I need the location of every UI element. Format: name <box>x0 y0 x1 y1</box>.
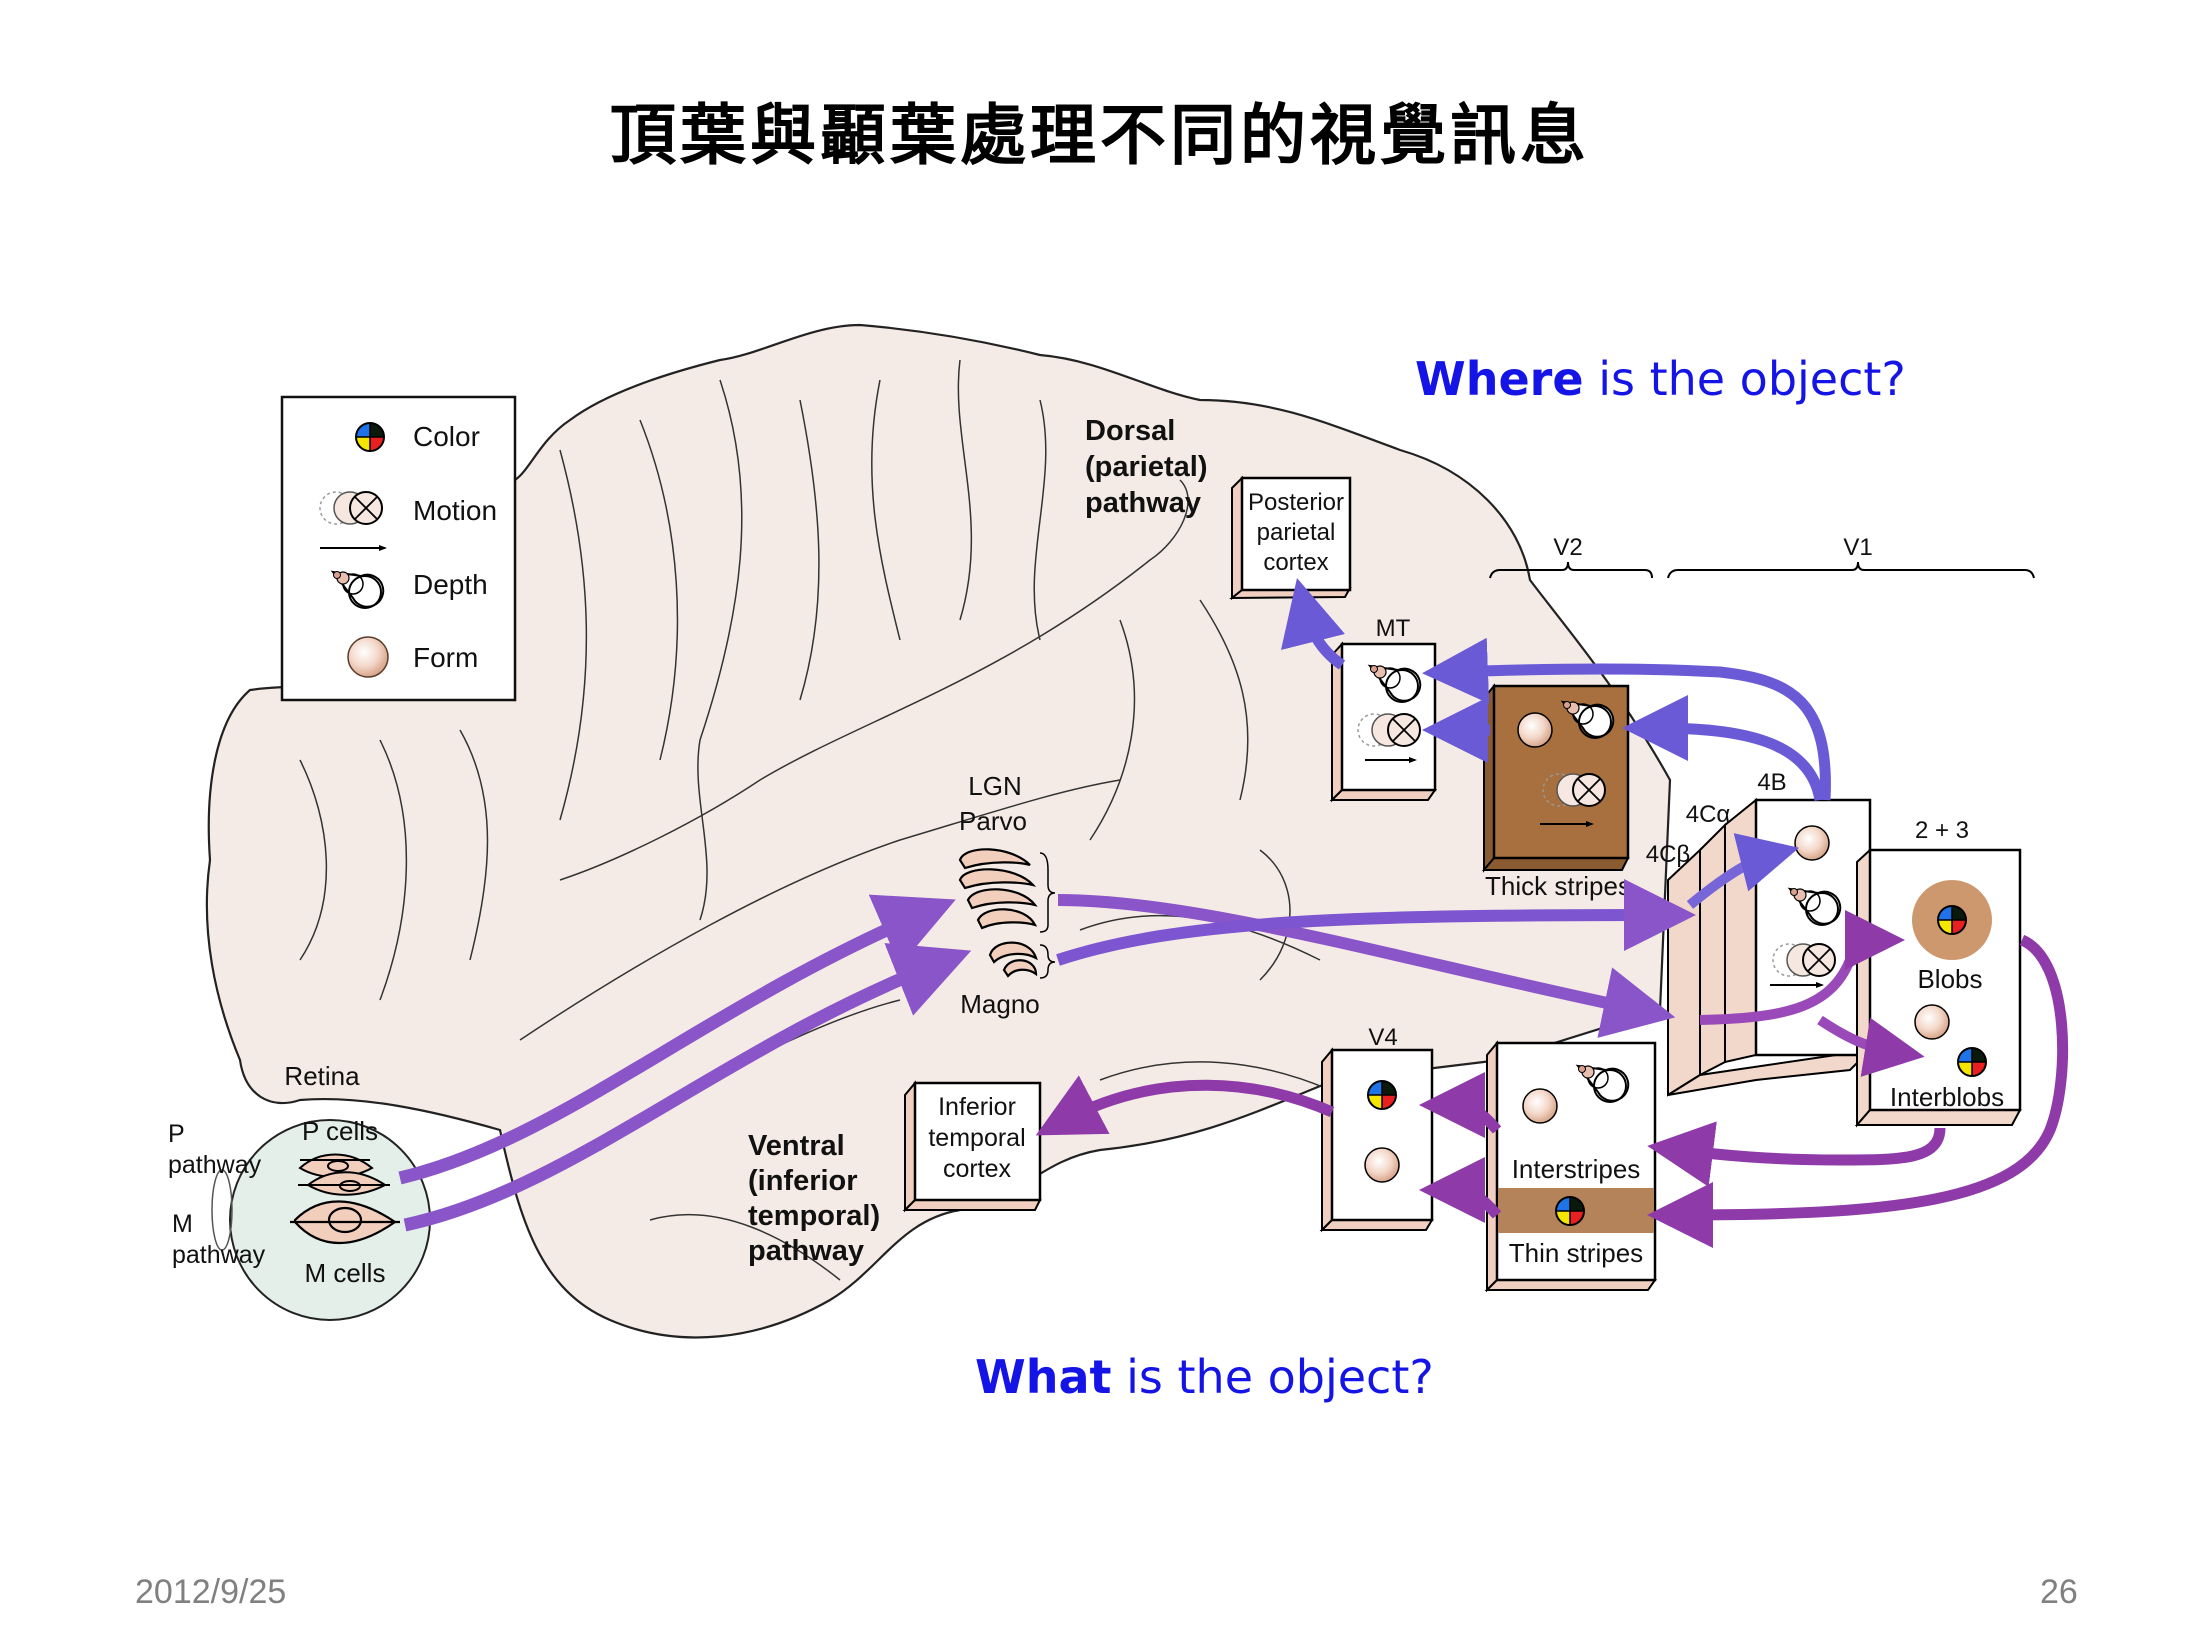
arrows <box>398 577 2069 1248</box>
legend: Color Motion Depth Form <box>280 395 517 702</box>
layer-2-3-label: 2 + 3 <box>1915 817 1969 844</box>
it-line-2: temporal <box>928 1124 1025 1152</box>
p-cells-icon <box>298 1153 390 1196</box>
interstripes-box: Interstripes Thin stripes <box>1484 1040 1657 1293</box>
arrow-magno-to-v1 <box>1056 879 1696 966</box>
where-question-rest: is the object? <box>1583 352 1906 406</box>
footer-date: 2012/9/25 <box>135 1573 287 1611</box>
v1-layers-block: 4B 4Cα 4Cβ <box>1646 769 1873 1097</box>
legend-label-color: Color <box>413 421 480 452</box>
layer-4b-label: 4B <box>1757 769 1786 796</box>
color-wheel-icon <box>355 422 385 452</box>
thin-stripes-label: Thin stripes <box>1509 1238 1643 1268</box>
v1-bracket <box>1667 561 2035 579</box>
m-pathway-line-1: M <box>172 1210 193 1238</box>
legend-label-motion: Motion <box>413 495 497 526</box>
arrow-mt-to-parietal <box>1280 577 1346 670</box>
where-question-bold: Where <box>1415 352 1584 406</box>
arrow-parvo-to-v1 <box>1057 894 1676 1038</box>
mt-label: MT <box>1376 615 1411 642</box>
v4-color-icon <box>1367 1080 1397 1110</box>
interblobs-label: Interblobs <box>1890 1082 2004 1112</box>
lgn: LGN Parvo Magno <box>958 771 1056 1019</box>
page-number: 26 <box>2040 1573 2078 1611</box>
it-line-3: cortex <box>943 1155 1012 1183</box>
thick-stripes-box: Thick stripes <box>1481 683 1631 901</box>
p-pathway-line-2: pathway <box>168 1151 262 1179</box>
posterior-line-3: cortex <box>1263 549 1328 576</box>
v4-box: V4 <box>1319 1024 1434 1233</box>
inferior-temporal-box: Inferior temporal cortex <box>902 1080 1042 1213</box>
interblob-color-icon <box>1957 1047 1987 1077</box>
legend-box <box>280 395 517 702</box>
arrow-p-to-parvo <box>398 894 956 1185</box>
v2-label: V2 <box>1553 534 1582 561</box>
lgn-label: LGN <box>968 771 1021 801</box>
posterior-parietal-box: Posterior parietal cortex <box>1229 475 1352 601</box>
lgn-magno-layers <box>988 941 1038 978</box>
what-question-bold: What <box>975 1350 1112 1404</box>
it-line-1: Inferior <box>938 1093 1016 1121</box>
dorsal-line-2: (parietal) <box>1085 451 1207 483</box>
form-sphere-icon <box>347 636 389 678</box>
retina: Retina P cells M cells P pathway M pathw… <box>168 1061 431 1321</box>
ventral-line-1: Ventral <box>748 1130 845 1162</box>
arrow-to-blobs <box>1699 910 1905 1025</box>
legend-label-depth: Depth <box>413 569 488 600</box>
arrow-interstripes-to-v4 <box>1419 1072 1502 1139</box>
arrow-4b-to-thick-stripes <box>1622 695 1826 802</box>
cortex-area-brackets: V2 V1 <box>1489 534 2035 579</box>
arrow-4b-to-mt <box>1422 637 1831 801</box>
p-pathway-line-1: P <box>168 1120 185 1148</box>
mt-box: MT <box>1329 615 1437 803</box>
layer-4cb-label: 4Cβ <box>1646 841 1690 868</box>
where-question: Where is the object? <box>1415 352 1906 406</box>
m-cells-icon <box>290 1200 400 1245</box>
arrow-thin-stripes-to-v4 <box>1419 1157 1502 1224</box>
parvo-label: Parvo <box>959 806 1027 836</box>
what-question: What is the object? <box>975 1350 1434 1404</box>
p-cells-label: P cells <box>302 1116 378 1146</box>
arrow-m-to-magno <box>403 943 972 1232</box>
arrow-interblobs-to-interstripes <box>1647 1121 1946 1187</box>
v1-label: V1 <box>1843 534 1872 561</box>
arrow-4ca-to-4b <box>1686 833 1800 909</box>
arrow-v4-to-it <box>1035 1075 1335 1136</box>
ventral-line-2: (inferior <box>748 1165 858 1197</box>
ventral-line-4: pathway <box>748 1235 864 1267</box>
v4-label: V4 <box>1368 1024 1397 1051</box>
arrow-blobs-to-thin-stripes <box>1647 934 2069 1248</box>
thin-stripes-color-icon <box>1555 1196 1585 1226</box>
v2-bracket <box>1489 561 1653 579</box>
m-pathway-line-2: pathway <box>172 1241 266 1269</box>
dorsal-pathway-label: Dorsal (parietal) pathway <box>1085 415 1207 519</box>
layer-2-3-box: 2 + 3 Blobs Interblobs <box>1854 817 2022 1128</box>
slide-title: 頂葉與顳葉處理不同的視覺訊息 <box>610 96 1590 174</box>
arrow-to-interblobs <box>1817 1015 1925 1077</box>
thick-stripes-label: Thick stripes <box>1485 871 1631 901</box>
blob-color-icon <box>1937 905 1967 935</box>
interstripes-label: Interstripes <box>1512 1154 1641 1184</box>
retina-label: Retina <box>284 1061 360 1091</box>
lgn-parvo-layers <box>958 848 1038 930</box>
what-question-rest: is the object? <box>1111 1350 1434 1404</box>
ventral-line-3: temporal) <box>748 1200 880 1232</box>
dorsal-line-1: Dorsal <box>1085 415 1175 447</box>
legend-label-form: Form <box>413 642 478 673</box>
posterior-line-1: Posterior <box>1248 489 1344 516</box>
posterior-line-2: parietal <box>1257 519 1336 546</box>
dorsal-line-3: pathway <box>1085 487 1201 519</box>
m-cells-label: M cells <box>305 1258 386 1288</box>
ventral-pathway-label: Ventral (inferior temporal) pathway <box>748 1130 880 1267</box>
blobs-label: Blobs <box>1917 964 1982 994</box>
magno-label: Magno <box>960 989 1040 1019</box>
layer-4ca-label: 4Cα <box>1686 801 1731 828</box>
